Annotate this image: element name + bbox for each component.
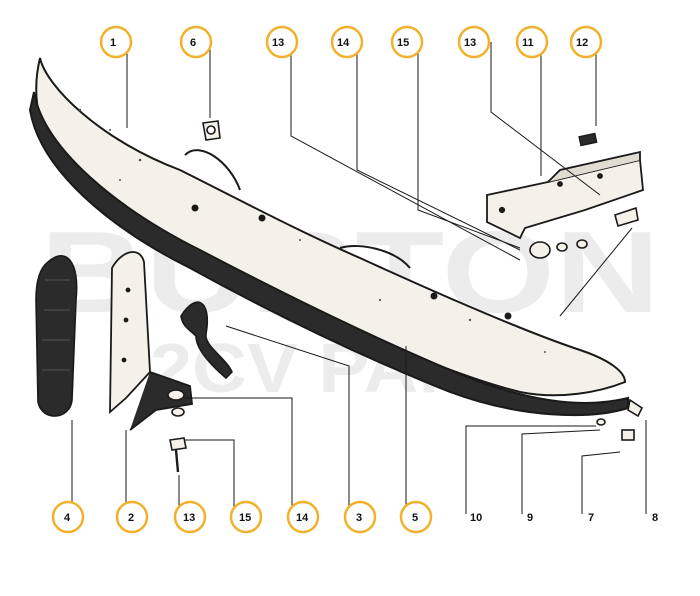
svg-text:11: 11 [522, 37, 534, 49]
callout-13-top-right: 13 [457, 25, 491, 59]
plain-labels: 10 9 7 8 [470, 512, 658, 524]
svg-text:12: 12 [576, 37, 588, 49]
hardware-left [167, 389, 187, 473]
callout-5: 5 [399, 500, 433, 534]
label-8: 8 [652, 512, 658, 524]
svg-text:15: 15 [397, 37, 409, 49]
label-9: 9 [527, 512, 533, 524]
callout-4: 4 [51, 500, 85, 534]
callout-14-top: 14 [330, 25, 364, 59]
callout-11: 11 [515, 25, 549, 59]
hardware-right [596, 398, 644, 441]
bracket-arm-3 [180, 301, 233, 380]
svg-text:13: 13 [272, 37, 284, 49]
mounting-bracket [486, 150, 644, 240]
svg-text:14: 14 [337, 37, 350, 49]
svg-text:1: 1 [110, 37, 116, 49]
svg-text:13: 13 [183, 512, 195, 524]
label-10: 10 [470, 512, 482, 524]
label-7: 7 [588, 512, 594, 524]
leader-lines [71, 42, 647, 514]
svg-text:14: 14 [296, 512, 309, 524]
svg-text:13: 13 [464, 37, 476, 49]
clip-12 [578, 132, 598, 147]
callout-1: 1 [99, 25, 133, 59]
callout-15-top: 15 [390, 25, 424, 59]
callouts: 1 6 13 14 15 13 11 12 [51, 25, 603, 534]
callout-14-bottom: 14 [286, 500, 320, 534]
callout-13-bottom: 13 [173, 500, 207, 534]
bolt-13-upper [529, 206, 639, 259]
nut-6 [202, 120, 221, 141]
svg-text:4: 4 [64, 512, 71, 524]
svg-text:6: 6 [190, 37, 196, 49]
svg-text:15: 15 [239, 512, 251, 524]
callout-15-bottom: 15 [229, 500, 263, 534]
svg-text:2: 2 [128, 512, 134, 524]
callout-3: 3 [343, 500, 377, 534]
callout-2: 2 [115, 500, 149, 534]
corner-strip [109, 251, 193, 431]
callout-6: 6 [179, 25, 213, 59]
callout-12: 12 [569, 25, 603, 59]
callout-13-top-left: 13 [265, 25, 299, 59]
svg-text:3: 3 [356, 512, 362, 524]
svg-text:5: 5 [412, 512, 418, 524]
overrider-guard [35, 255, 78, 417]
